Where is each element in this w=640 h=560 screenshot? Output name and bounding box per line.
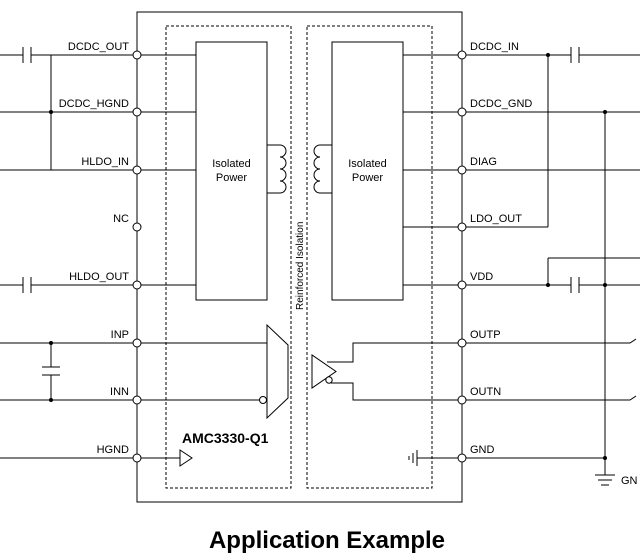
junction-dot — [49, 341, 53, 345]
transformer-primary-coil — [267, 144, 287, 194]
right-block-label-line1: Isolated — [348, 158, 387, 170]
right-external-circuit: GN — [466, 47, 640, 487]
isolation-barrier-label: Reinforced Isolation — [295, 222, 306, 310]
part-number-label: AMC3330-Q1 — [182, 430, 269, 446]
pin-label-hldo-in: HLDO_IN — [81, 156, 129, 168]
pin-label-diag: DIAG — [470, 156, 497, 168]
outn-wire — [466, 395, 637, 401]
left-block-label-line1: Isolated — [212, 158, 251, 170]
vdd-supply-wire — [547, 257, 640, 285]
pin-dcdc-out-marker — [132, 50, 142, 60]
pin-inn-marker — [132, 395, 142, 405]
pin-dcdc-in-marker — [457, 50, 467, 60]
left-block-label-line2: Power — [216, 172, 248, 184]
amplifier-inverting-bubble — [259, 396, 267, 404]
ground-label: GN — [621, 475, 638, 487]
pin-label-hldo-out: HLDO_OUT — [69, 271, 129, 283]
pin-ldo-out-marker — [457, 222, 467, 232]
internal-gnd-symbol — [408, 450, 458, 466]
left-isolated-power-block — [195, 41, 268, 301]
pin-vdd-marker — [457, 280, 467, 290]
pin-label-gnd: GND — [470, 444, 495, 456]
left-external-circuit — [0, 47, 133, 459]
junction-dot — [603, 283, 607, 287]
pin-hgnd-marker — [132, 453, 142, 463]
pin-dcdc-hgnd-marker — [132, 107, 142, 117]
pin-label-hgnd: HGND — [97, 444, 129, 456]
pin-gnd-marker — [457, 453, 467, 463]
pin-label-dcdc-out: DCDC_OUT — [68, 41, 129, 53]
pin-label-dcdc-hgnd: DCDC_HGND — [59, 98, 129, 110]
pin-outp-marker — [457, 338, 467, 348]
output-driver-wires — [327, 342, 458, 401]
input-filter-capacitor — [42, 343, 60, 400]
hldo-out-capacitor — [22, 277, 32, 293]
dcdc-in-capacitor — [570, 47, 580, 63]
amplifier-input-wires — [141, 342, 267, 401]
pin-outn-marker — [457, 395, 467, 405]
pin-nc-marker — [132, 222, 142, 232]
left-block-internal-wires — [141, 54, 196, 286]
hgnd-ground-symbol — [141, 449, 193, 467]
pin-dcdc-gnd-marker — [457, 107, 467, 117]
right-block-internal-wires — [403, 54, 458, 286]
junction-dot — [603, 456, 607, 460]
pin-label-dcdc-gnd: DCDC_GND — [470, 98, 532, 110]
right-block-label-line2: Power — [352, 172, 384, 184]
right-isolated-power-block — [331, 41, 404, 301]
dcdc-out-capacitor — [22, 47, 32, 63]
output-driver — [311, 354, 337, 389]
junction-dot — [603, 110, 607, 114]
pin-label-vdd: VDD — [470, 271, 493, 283]
figure-caption: Application Example — [209, 527, 445, 554]
pin-label-nc: NC — [113, 213, 129, 225]
pin-hldo-in-marker — [132, 165, 142, 175]
low-side-domain — [306, 25, 433, 489]
pin-label-dcdc-in: DCDC_IN — [470, 41, 519, 53]
pin-hldo-out-marker — [132, 280, 142, 290]
chip-body — [136, 11, 463, 503]
pin-inp-marker — [132, 338, 142, 348]
high-side-domain — [165, 25, 292, 489]
transformer-secondary-coil — [313, 144, 332, 194]
output-driver-bubble — [325, 376, 333, 384]
pin-label-outp: OUTP — [470, 329, 501, 341]
junction-dot — [546, 53, 550, 57]
outp-wire — [466, 338, 637, 344]
input-amplifier — [266, 323, 289, 420]
pin-label-inn: INN — [110, 386, 129, 398]
pin-label-inp: INP — [111, 329, 129, 341]
pin-label-outn: OUTN — [470, 386, 501, 398]
junction-dot — [49, 398, 53, 402]
junction-dot — [49, 110, 53, 114]
pin-diag-marker — [457, 165, 467, 175]
pin-label-ldo-out: LDO_OUT — [470, 213, 522, 225]
junction-dot — [546, 283, 550, 287]
earth-ground-icon — [595, 474, 615, 486]
vdd-capacitor — [570, 277, 580, 293]
